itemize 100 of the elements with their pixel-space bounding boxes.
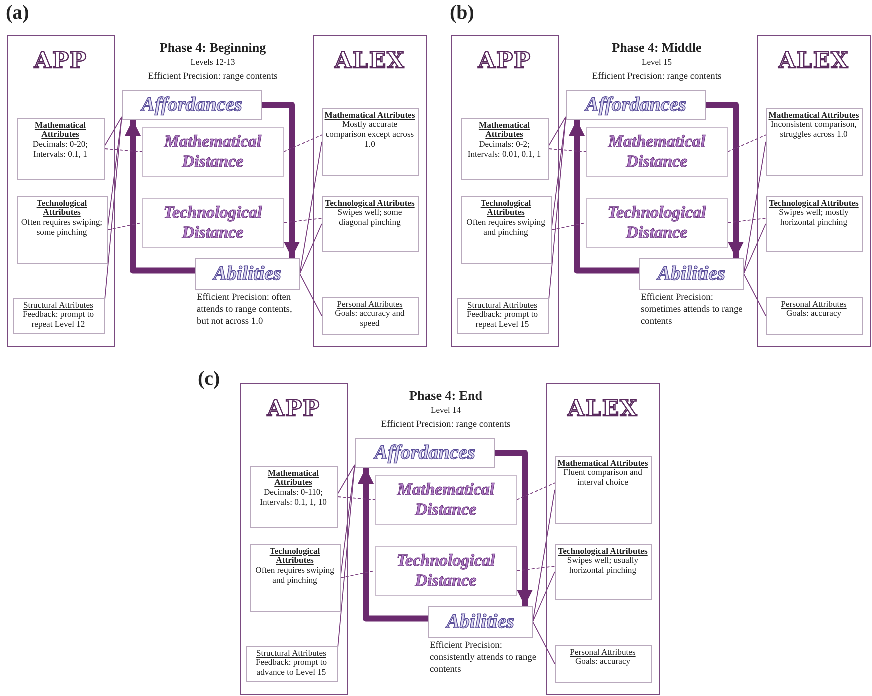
connector-line [744,274,766,316]
concept-label: Abilities [658,262,726,286]
attribute-box [554,544,652,600]
panel-label: (b) [450,2,474,25]
distance-box [586,198,728,248]
attribute-text: Often requires swiping; some pinching [20,218,104,238]
concept-box [639,258,744,290]
cycle-arrow [495,450,533,606]
column-title: APP [32,48,89,74]
connector-line [548,116,566,146]
attribute-heading: Technological Attributes [768,198,860,208]
attribute-box [246,646,338,682]
connector-line [300,224,322,274]
column-panel [7,35,115,347]
attribute-heading: Mathematical Attributes [558,458,648,468]
panel-label: (a) [6,2,30,25]
attribute-box [456,298,548,334]
concept-box [195,258,300,290]
phase-title: Phase 4: Middle [611,40,703,56]
panel-label: (c) [198,368,220,391]
connector-line [104,116,122,300]
connector-line [300,274,322,316]
attribute-text: Swipes well; usually horizontal pinching [567,556,640,576]
attribute-text: Goals: accuracy [785,309,843,320]
dashed-connector [516,566,556,572]
dashed-connector [108,222,142,230]
column-panel [451,35,559,347]
cycle-arrow [125,120,195,274]
attribute-box [250,544,340,612]
dashed-connector [728,218,766,224]
distance-box [142,127,284,177]
attribute-text: Mostly accurate comparison except across 1.0 [324,120,416,150]
connector-line [104,116,122,146]
attribute-heading: Technological Attributes [324,198,416,208]
dashed-connector [340,570,376,578]
concept-label: Abilities [446,610,514,634]
concept-box [566,90,706,120]
connector-line [300,142,322,274]
distance-label: Mathematical Distance [163,132,263,172]
distance-box [586,127,728,177]
concept-label: Affordances [586,94,686,116]
dashed-connector [338,496,376,500]
attribute-box [16,196,108,264]
concept-label: Affordances [374,442,476,464]
attribute-text: Swipes well; mostly horizontal pinching [779,208,850,228]
distance-label: Technological Distance [396,551,496,591]
attribute-heading: Mathematical Attributes [324,110,416,120]
attribute-text: Often requires swiping and pinching [466,218,546,238]
attribute-text: Swipes well; some diagonal pinching [338,208,404,228]
attribute-box [766,296,862,334]
connector-line [108,116,122,228]
distance-label: Technological Distance [606,203,708,243]
distance-label: Technological Distance [162,203,264,243]
connector-line [340,464,356,576]
attribute-text: Fluent comparison and interval choice [562,468,644,488]
attribute-box [460,118,548,180]
attribute-text: Feedback: prompt to repeat Level 12 [22,310,96,330]
attribute-heading: Structural Attributes [466,300,538,310]
attribute-text: Decimals: 0-2; Intervals: 0.01, 0.1, 1 [466,140,542,160]
attribute-box [460,196,552,264]
connector-line [552,116,566,228]
concept-box [428,606,533,638]
connector-line [744,224,766,274]
precision-note: Efficient Precision: often attends to range contents, but not across 1.0 [197,293,294,328]
attribute-heading: Technological Attributes [268,546,322,566]
distance-box [375,546,517,596]
attribute-heading: Technological Attributes [480,198,532,218]
attribute-box [322,196,418,252]
attribute-heading: Technological Attributes [36,198,88,218]
distance-box [142,198,284,248]
column-title: APP [266,396,322,422]
attribute-text: Feedback: prompt to advance to Level 15 [254,658,328,678]
attribute-heading: Structural Attributes [22,300,94,310]
distance-label: Mathematical Distance [396,480,496,520]
column-panel [757,35,871,347]
connector-line [338,464,356,648]
attribute-text: Goals: accuracy [574,657,632,668]
dashed-connector [728,134,766,152]
cycle-arrow [262,102,300,258]
attribute-heading: Personal Attributes [336,300,404,310]
attribute-heading: Mathematical Attributes [266,468,320,488]
attribute-text: Decimals: 0-20; Intervals: 0.1, 1 [32,140,90,160]
connector-line [744,142,766,274]
dashed-connector [516,482,556,500]
attribute-box [16,118,104,180]
cycle-arrow [706,102,744,258]
precision-note: Efficient Precision: range contents [591,72,723,84]
attribute-heading: Mathematical Attributes [768,110,860,120]
precision-note: Efficient Precision: range contents [380,420,512,432]
dashed-connector [548,148,586,152]
level-label: Level 15 [641,57,673,67]
column-panel [240,383,348,695]
column-title: APP [476,48,533,74]
precision-note: Efficient Precision: consistently attends to range contents [430,641,538,676]
connector-line [532,490,556,622]
column-panel [313,35,427,347]
column-title: ALEX [777,48,850,74]
connector-line [532,572,556,622]
level-label: Level 14 [430,405,462,415]
attribute-heading: Personal Attributes [780,300,848,310]
